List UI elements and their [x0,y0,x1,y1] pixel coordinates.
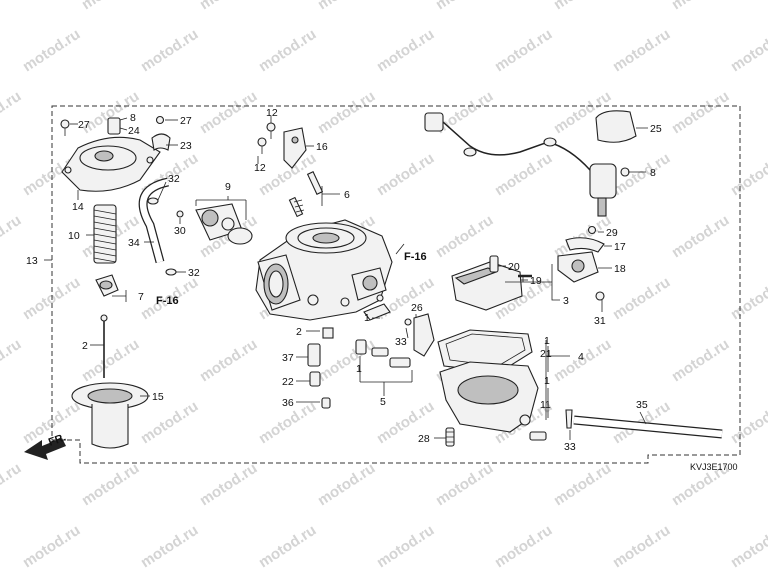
bystarter-plate [565,237,605,253]
cable-clip [151,115,171,151]
needle-holder [95,274,119,297]
callout-19: 19 [530,275,542,287]
callout-8-right: 8 [650,167,656,179]
callout-36: 36 [282,397,294,409]
callout-28: 28 [418,433,430,445]
callout-13: 13 [26,255,38,267]
leader-lines [44,116,648,440]
callout-16: 16 [316,141,328,153]
callout-1-gasket: 1 [544,335,550,347]
callout-27-right: 27 [180,115,192,127]
link-plate [363,303,391,321]
callout-12-bottom: 12 [254,162,266,174]
float-chamber-screw [445,427,455,447]
piston-spring [93,204,117,264]
callout-20: 20 [508,261,520,273]
ref-arrow-icon [395,243,405,255]
callout-27-left: 27 [78,119,90,131]
mounting-screw-lower [257,137,267,154]
top-cover-screw [60,119,70,136]
jet-group [355,339,411,368]
tube-clamp-lower [165,268,177,276]
drain-screw [529,431,547,441]
callout-30: 30 [174,225,186,237]
jet-needle [100,314,108,378]
callout-2-left: 2 [82,340,88,352]
callout-18: 18 [614,263,626,275]
callout-31: 31 [594,315,606,327]
callout-22: 22 [282,376,294,388]
vacuum-piston [71,382,149,449]
callout-33-lower: 33 [564,441,576,453]
callout-9: 9 [225,181,231,193]
callout-21: 21 [540,348,552,360]
callout-32-lower: 32 [188,267,200,279]
float-chamber-gasket [437,329,533,373]
callout-29: 29 [606,227,618,239]
float-valve [489,255,499,273]
callout-15: 15 [152,391,164,403]
callout-37: 37 [282,352,294,364]
carburetor-body [255,219,393,321]
mounting-screw-upper [266,122,276,139]
sensor-bracket [404,313,435,357]
callout-25: 25 [650,123,662,135]
adjust-screw-set [288,171,324,218]
carburetor-top-cover [61,136,161,192]
callout-11: 11 [540,399,551,411]
front-label: FR. [47,431,68,448]
tube-clamp-upper [147,197,159,205]
float-chamber [439,361,539,433]
main-jet-holder [307,343,331,409]
callout-26: 26 [411,302,423,314]
bystarter-holder [557,251,599,283]
callout-1-jet: 1 [356,363,362,375]
callout-17: 17 [614,241,626,253]
callout-10: 10 [68,230,80,242]
throttle-stop-plate [283,127,307,169]
callout-33-middle: 33 [395,336,407,348]
front-arrow-icon [24,438,66,460]
drain-tube-clip [565,409,573,429]
callout-8-left: 8 [130,112,136,124]
callout-2-jet: 2 [296,326,302,338]
callout-23: 23 [180,140,192,152]
callout-1-chamber: 1 [544,375,550,387]
bystarter-screw [587,225,597,235]
callout-34: 34 [128,237,140,249]
ref-f16-left: F-16 [156,295,179,307]
callout-32-upper: 32 [168,173,180,185]
needle-jet [322,327,334,339]
callout-24: 24 [128,125,140,137]
callout-5: 5 [380,396,386,408]
callout-1-body: 1 [364,312,370,324]
callout-4: 4 [578,351,584,363]
callout-35: 35 [636,399,648,411]
holder-screw [595,291,605,301]
callout-3: 3 [563,295,569,307]
callout-labels: 13 27 8 24 27 23 14 10 7 2 15 32 30 34 3… [26,107,662,453]
callout-12-top: 12 [266,107,278,119]
auto-bystarter [589,163,630,217]
diagram-code: KVJ3E1700 [690,462,738,472]
drain-tube [573,415,723,439]
callout-6: 6 [344,189,350,201]
callout-7: 7 [138,291,144,303]
throttle-cable-guide [107,117,121,135]
callout-14: 14 [72,201,84,213]
breather-tube [138,177,170,264]
air-cut-valve [176,203,253,245]
ref-f16-top: F-16 [404,251,427,263]
bystarter-harness [424,112,601,187]
bystarter-cover [595,110,637,143]
